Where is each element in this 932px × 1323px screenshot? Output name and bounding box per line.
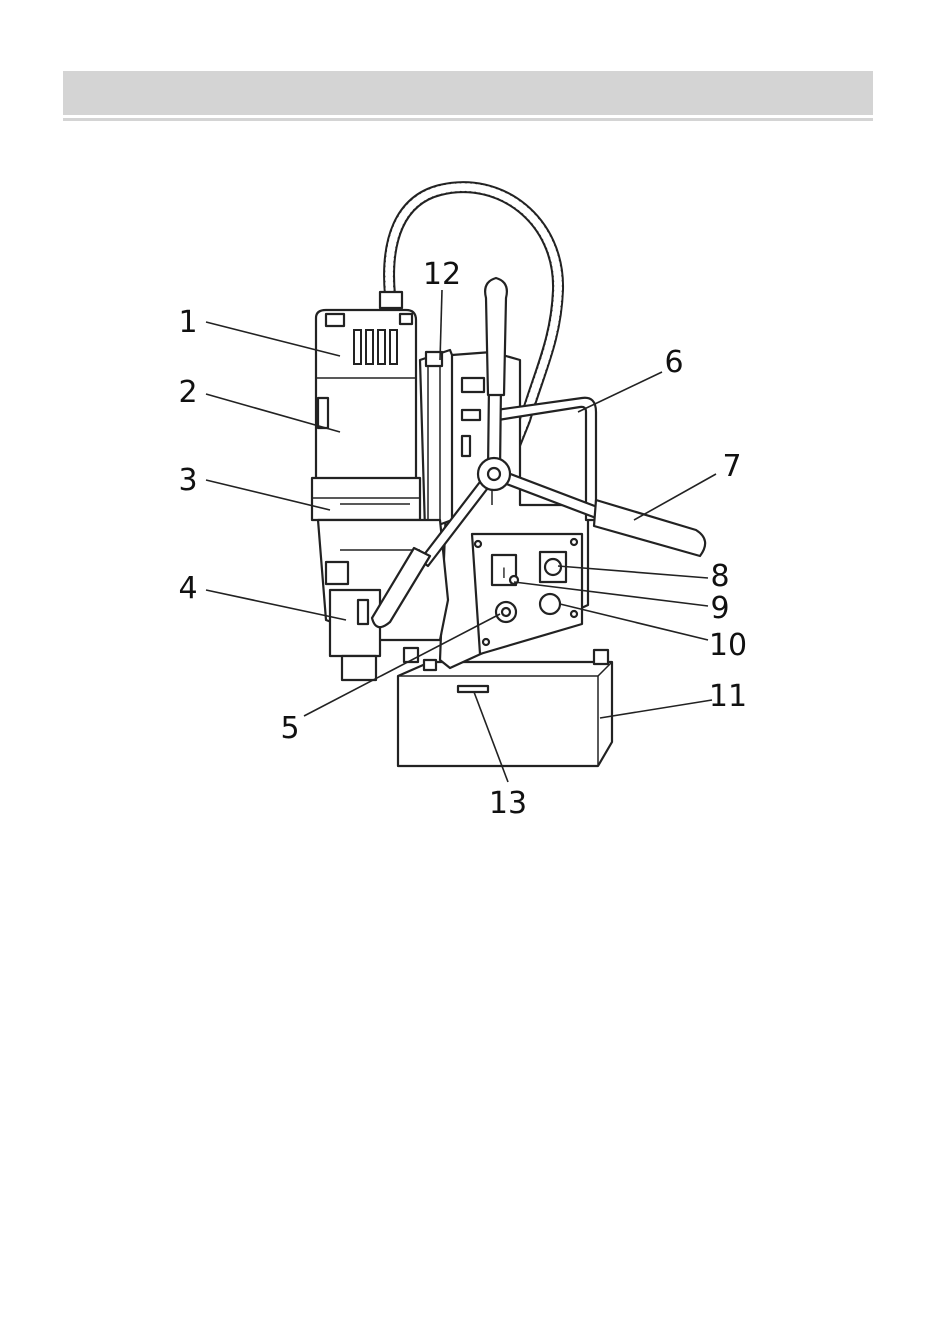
motor-housing <box>312 310 420 520</box>
callout-10: 10 <box>709 628 747 663</box>
callout-7: 7 <box>722 449 741 484</box>
motor-switch-symbol: I <box>502 566 506 582</box>
cable-gland <box>380 292 402 308</box>
magnetic-base <box>398 648 612 766</box>
spindle-arbor <box>342 656 376 680</box>
spirit-level <box>458 686 488 692</box>
callout-3: 3 <box>178 463 197 498</box>
callout-9: 9 <box>710 591 729 626</box>
callout-1: 1 <box>178 305 197 340</box>
callout-11: 11 <box>709 679 747 714</box>
slide-rail <box>420 350 452 530</box>
gearbox <box>318 520 448 656</box>
callout-12: 12 <box>423 257 461 292</box>
callout-8: 8 <box>710 559 729 594</box>
control-panel: I <box>472 534 582 654</box>
speed-knob <box>540 594 560 614</box>
callout-4: 4 <box>178 571 197 606</box>
callout-6: 6 <box>664 345 683 380</box>
callout-5: 5 <box>280 711 299 746</box>
callout-13: 13 <box>489 786 527 821</box>
callout-2: 2 <box>178 375 197 410</box>
